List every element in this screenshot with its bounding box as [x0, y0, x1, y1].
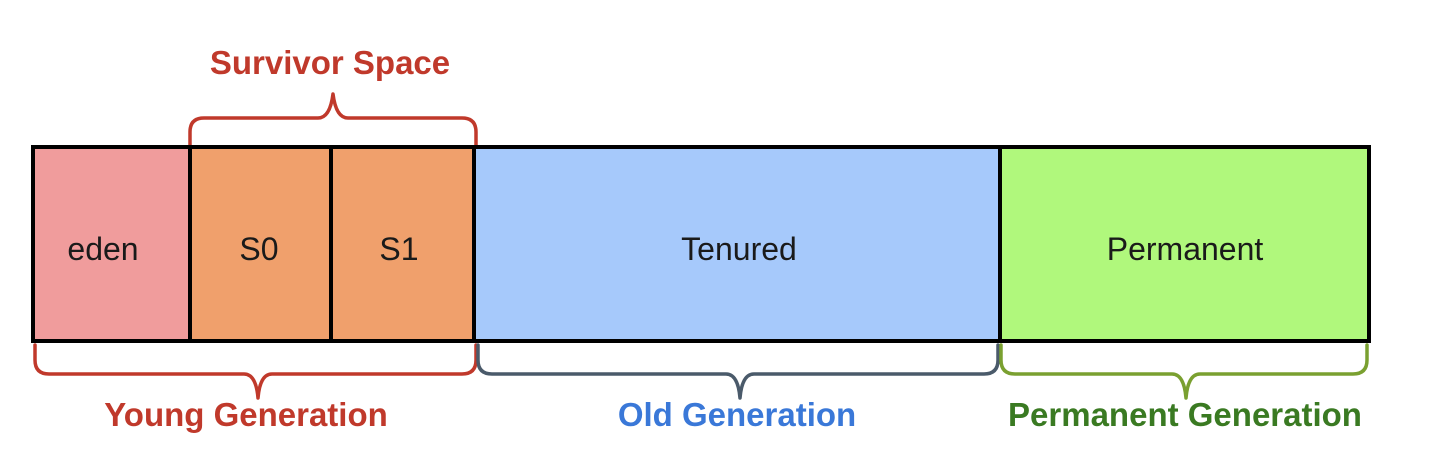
tenured-box [472, 145, 1002, 343]
old-generation-label: Old Generation [618, 396, 856, 433]
survivor-space-brace [188, 92, 478, 148]
permanent-generation-label: Permanent Generation [1008, 396, 1362, 433]
s1-label: S1 [379, 231, 418, 267]
survivor-space-label: Survivor Space [210, 44, 450, 81]
eden-box [31, 145, 192, 343]
old-generation-brace [476, 343, 1000, 400]
s0-label: S0 [239, 231, 278, 267]
eden-label: eden [67, 231, 138, 267]
young-generation-label: Young Generation [104, 396, 388, 433]
s1-box [329, 145, 476, 343]
s0-box [188, 145, 333, 343]
permanent-box [998, 145, 1371, 343]
permanent-generation-brace [999, 343, 1369, 400]
permanent-label: Permanent [1107, 231, 1264, 267]
young-generation-brace [33, 343, 478, 400]
tenured-label: Tenured [681, 231, 797, 267]
